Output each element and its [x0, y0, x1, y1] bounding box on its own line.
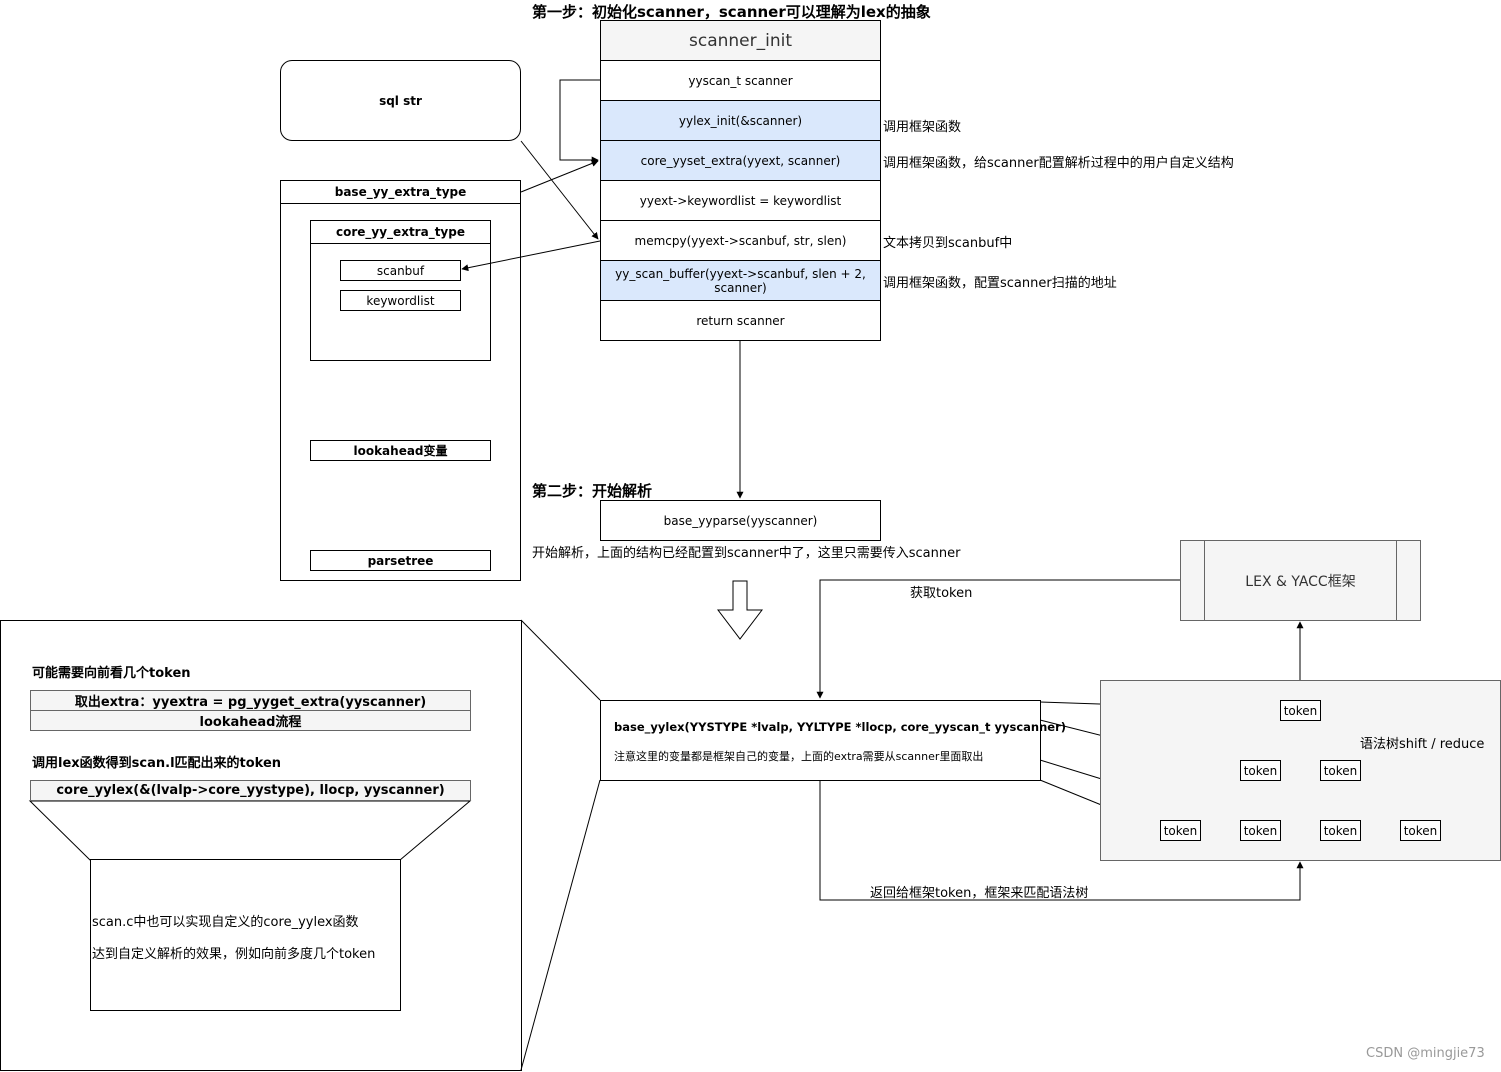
keywordlist-field: keywordlist — [340, 290, 461, 311]
base-yyparse-box: base_yyparse(yyscanner) — [600, 500, 881, 541]
lex-title: 调用lex函数得到scan.l匹配出来的token — [32, 756, 282, 771]
scanner-init-header: scanner_init — [600, 20, 881, 61]
zoom-line-top — [520, 619, 601, 701]
step1-title: 第一步：初始化scanner，scanner可以理解为lex的抽象 — [532, 3, 931, 21]
lookahead-title: 可能需要向前看几个token — [32, 666, 191, 681]
token-1: token — [1280, 700, 1321, 721]
token-6: token — [1320, 820, 1361, 841]
sql-to-memcpy-arrow — [520, 140, 599, 240]
token-4: token — [1160, 820, 1201, 841]
custom-line-1: scan.c中也可以实现自定义的core_yylex函数 — [92, 915, 359, 930]
row-yylex-init: yylex_init(&scanner) — [600, 100, 881, 141]
extra-to-set-arrow — [520, 160, 599, 193]
token-5: token — [1240, 820, 1281, 841]
grammar-label: 语法树shift / reduce — [1360, 737, 1485, 752]
lookahead-row: lookahead流程 — [30, 710, 471, 731]
token-2: token — [1240, 760, 1281, 781]
lookahead-field: lookahead变量 — [310, 440, 491, 461]
row-return-scanner: return scanner — [600, 300, 881, 341]
parse-note: 开始解析，上面的结构已经配置到scanner中了，这里只需要传入scanner — [532, 546, 961, 561]
get-token-arrow — [816, 579, 1180, 699]
return-token-arrow — [819, 781, 1304, 901]
annotation-core-yyset-extra: 调用框架函数，给scanner配置解析过程中的用户自定义结构 — [883, 156, 1234, 171]
row-yy-scan-buffer: yy_scan_buffer(yyext->scanbuf, slen + 2,… — [600, 260, 881, 301]
token-7: token — [1400, 820, 1441, 841]
base-yylex-signature: base_yylex(YYSTYPE *lvalp, YYLTYPE *lloc… — [614, 720, 1067, 734]
annotation-yy-scan-buffer: 调用框架函数，配置scanner扫描的地址 — [883, 276, 1117, 291]
hollow-down-arrow — [716, 580, 764, 640]
base-yylex-box: base_yylex(YYSTYPE *lvalp, YYLTYPE *lloc… — [600, 700, 1066, 781]
detail-panel — [0, 620, 522, 1071]
get-token-label: 获取token — [910, 586, 973, 601]
lex-yacc-divider-left — [1204, 540, 1205, 621]
parsetree-field: parsetree — [310, 550, 491, 571]
core-extra-title: core_yy_extra_type — [310, 220, 491, 244]
watermark: CSDN @mingjie73 — [1366, 1046, 1485, 1061]
scanbuf-field: scanbuf — [340, 260, 461, 281]
base-yylex-note: 注意这里的变量都是框架自己的变量，上面的extra需要从scanner里面取出 — [614, 750, 984, 763]
row-keywordlist: yyext->keywordlist = keywordlist — [600, 180, 881, 221]
base-extra-title: base_yy_extra_type — [280, 180, 521, 204]
row-memcpy: memcpy(yyext->scanbuf, str, slen) — [600, 220, 881, 261]
zoom-line-bottom — [520, 779, 601, 1071]
step2-title: 第二步：开始解析 — [532, 482, 653, 500]
memcpy-to-scanbuf-arrow — [461, 240, 601, 272]
row-core-yyset-extra: core_yyset_extra(yyext, scanner) — [600, 140, 881, 181]
lex-yacc-box: LEX & YACC框架 — [1180, 540, 1421, 621]
token-3: token — [1320, 760, 1361, 781]
return-token-label: 返回给框架token，框架来匹配语法树 — [870, 886, 1089, 901]
loop-arrow — [559, 79, 600, 164]
custom-yylex-box: scan.c中也可以实现自定义的core_yylex函数 达到自定义解析的效果，… — [90, 859, 401, 1011]
extra-row: 取出extra：yyextra = pg_yyget_extra(yyscann… — [30, 690, 471, 711]
sql-str-box: sql str — [280, 60, 521, 141]
annotation-yylex-init: 调用框架函数 — [883, 120, 962, 135]
annotation-memcpy: 文本拷贝到scanbuf中 — [883, 236, 1013, 251]
core-yylex-row: core_yylex(&(lvalp->core_yystype), llocp… — [30, 780, 471, 801]
lex-yacc-divider-right — [1396, 540, 1397, 621]
row-yyscan: yyscan_t scanner — [600, 60, 881, 101]
custom-line-2: 达到自定义解析的效果，例如向前多度几个token — [92, 947, 376, 962]
